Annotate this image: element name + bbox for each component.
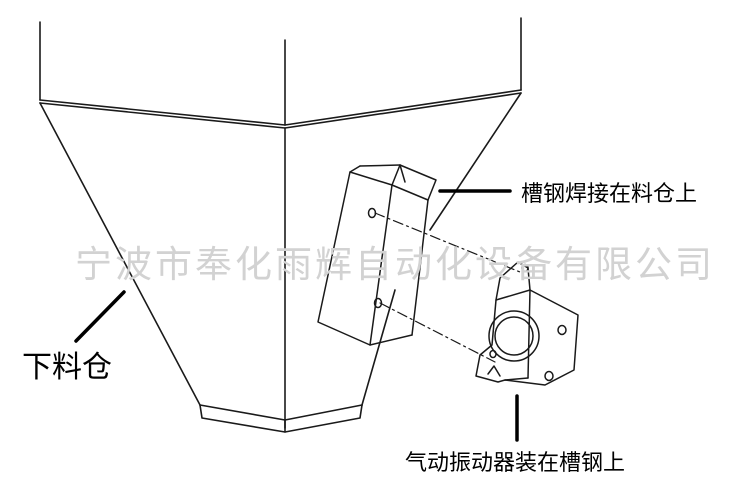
- upper-bin: [39, 17, 522, 129]
- label-channel-welded: 槽钢焊接在料仓上: [521, 182, 698, 207]
- hopper-outlet: [199, 404, 363, 433]
- channel-steel: [317, 164, 437, 346]
- hopper-cone: [39, 92, 522, 429]
- pneumatic-vibrator: [475, 261, 579, 386]
- alignment-lines: [374, 212, 521, 363]
- label-vibrator-mounted: 气动振动器装在槽钢上: [405, 451, 626, 476]
- leader-lines: [74, 189, 519, 442]
- company-watermark: 宁波市奉化雨辉自动化设备有限公司: [75, 243, 715, 286]
- label-hopper: 下料仓: [22, 350, 112, 385]
